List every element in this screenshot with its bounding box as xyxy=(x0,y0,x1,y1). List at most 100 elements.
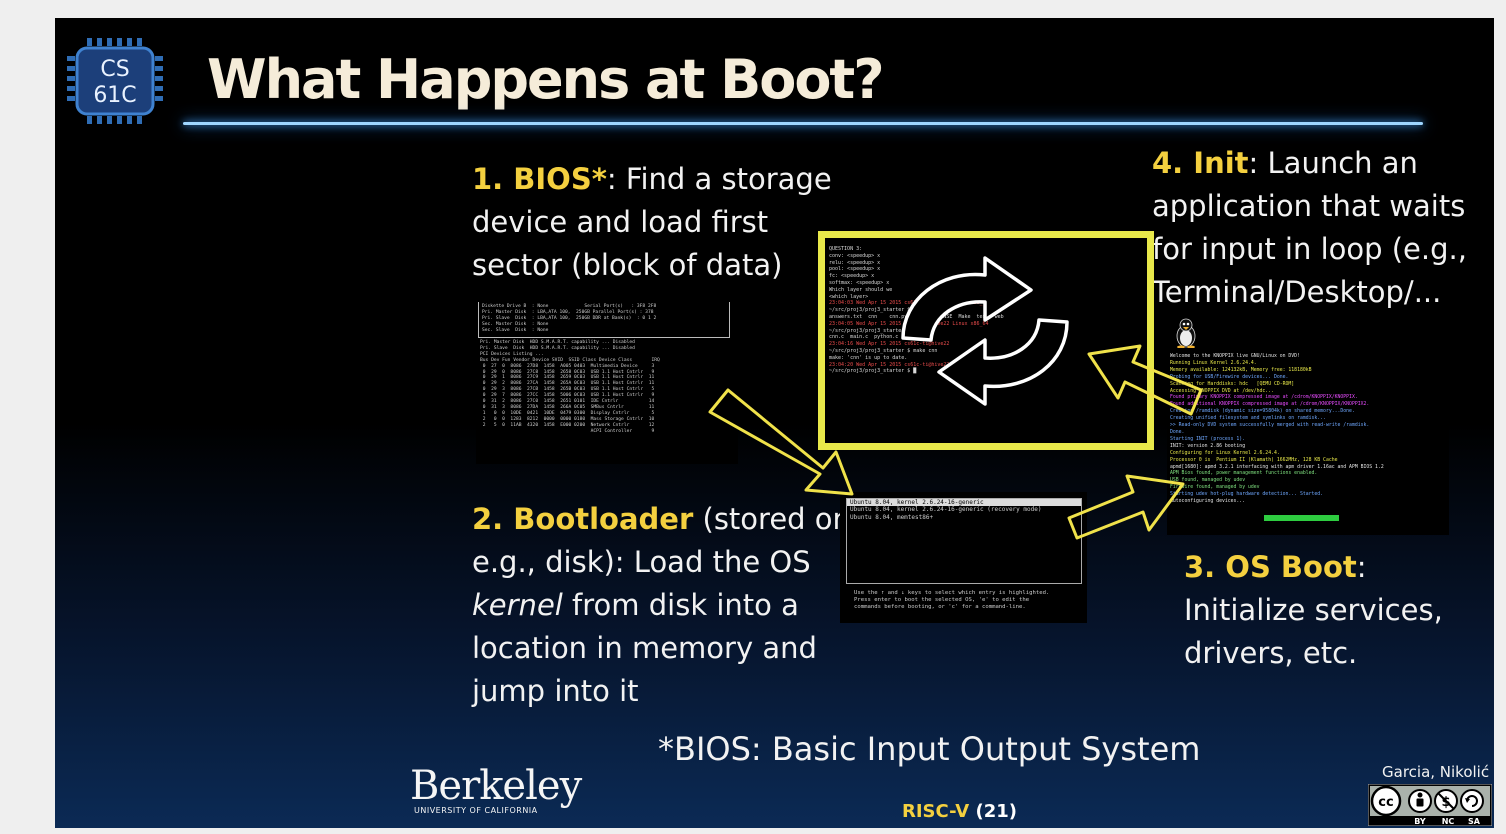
bios-line: Sec. Master Disk : None xyxy=(482,321,549,327)
kernel-word: kernel xyxy=(472,588,563,622)
svg-text:61C: 61C xyxy=(93,83,136,108)
linux-boot-log: Welcome to the KNOPPIX live GNU/Linux on… xyxy=(1170,354,1384,506)
berkeley-logo: Berkeley UNIVERSITY OF CALIFORNIA xyxy=(410,766,582,815)
boot-line: APM Bios found, power management functio… xyxy=(1170,471,1318,477)
boot-line: Found additional KNOPPIX compressed imag… xyxy=(1170,402,1370,408)
bios-line: 1 0 0 10DE 0421 10DE 0479 0300 Display C… xyxy=(480,410,655,416)
linux-boot-screen: Welcome to the KNOPPIX live GNU/Linux on… xyxy=(1167,318,1449,535)
boot-line: Autoconfiguring devices... xyxy=(1170,499,1246,505)
boot-line: Creating /ramdisk (dynamic size=95804k) … xyxy=(1170,409,1355,415)
bios-line: 0 29 2 8086 27CA 1458 265A 0C03 USB 1.1 … xyxy=(480,381,655,387)
loop-arrows-icon xyxy=(901,256,1069,406)
terminal-line: ~/src/proj3/proj3_starter $ make cnn xyxy=(829,347,938,354)
terminal-line: relu: <speedup> x xyxy=(829,259,881,266)
terminal-line: ~/src/proj3/proj3_starter $ █ xyxy=(829,368,917,375)
slide-title: What Happens at Boot? xyxy=(207,48,885,111)
step-init-line: Terminal/Desktop/... xyxy=(1152,275,1442,309)
grub-entry[interactable]: Ubuntu 8.04, memtest86+ xyxy=(850,513,934,521)
grub-entry[interactable]: Ubuntu 8.04, kernel 2.6.24-16-generic xyxy=(847,499,1081,507)
arrow-bios-to-bootloader-icon xyxy=(708,388,854,496)
step-os-boot-line: Initialize services, xyxy=(1184,593,1443,627)
svg-text:$: $ xyxy=(1441,795,1450,810)
license-nc: NC xyxy=(1442,817,1455,826)
bios-line: Bus Dev Fun Vendor Device SVID SSID Clas… xyxy=(480,357,660,363)
svg-text:CS: CS xyxy=(100,57,129,82)
bios-line: 2 5 0 11AB 4320 1458 E000 0200 Network C… xyxy=(480,422,655,428)
step-os-boot-label: 3. OS Boot xyxy=(1184,550,1357,584)
step-init-line: for input in loop (e.g., xyxy=(1152,232,1467,266)
terminal-line: 23:04:16 Wed Apr 15 2015 cs61c-ti@hive22 xyxy=(829,341,950,348)
berkeley-subtitle: UNIVERSITY OF CALIFORNIA xyxy=(414,806,538,815)
step-init-line: : Launch an xyxy=(1248,146,1418,180)
bios-line: 0 31 3 8086 27DA 1458 266A 0C05 SMBus Cn… xyxy=(480,404,655,410)
step-bootloader-label: 2. Bootloader xyxy=(472,502,694,536)
grub-help: Use the ↑ and ↓ keys to select which ent… xyxy=(854,590,1049,611)
bios-screen: Diskette Drive B : None Serial Port(s) :… xyxy=(476,302,738,464)
bios-line: Pri. Slave Disk HDD S.M.A.R.T. capabilit… xyxy=(480,345,635,351)
step-os-boot-line: drivers, etc. xyxy=(1184,636,1358,670)
boot-line: Running Linux Kernel 2.6.24.4. xyxy=(1170,360,1257,366)
step-bootloader-line: from disk into a xyxy=(562,588,799,622)
tux-penguin-icon xyxy=(1176,318,1196,348)
terminal-line: Which layer should we xyxy=(829,286,893,293)
authors: Garcia, Nikolić xyxy=(1382,763,1490,781)
boot-line: >> Read-only DVD system successfully mer… xyxy=(1170,423,1370,429)
bios-line: Pri. Master Disk : LBA,ATA 100, 250GB Pa… xyxy=(482,309,654,315)
course-tag: RISC-V xyxy=(902,801,970,822)
grub-help-line: Use the ↑ and ↓ keys to select which ent… xyxy=(854,590,1050,596)
bios-line: 2 0 0 1283 8212 0000 0000 0180 Mass Stor… xyxy=(480,416,655,422)
cc-license-badge: cc $ BY NC SA xyxy=(1368,784,1492,826)
boot-line: Processor 0 is Pentium II (Klamath) 1662… xyxy=(1170,457,1338,463)
boot-line: apmd[1680]: apmd 3.2.1 interfacing with … xyxy=(1170,464,1384,470)
boot-line: Done. xyxy=(1170,429,1185,435)
step-init-label: 4. Init xyxy=(1152,146,1249,180)
step-os-boot: 3. OS Boot: Initialize services, drivers… xyxy=(1184,546,1443,675)
grub-menu: Ubuntu 8.04, kernel 2.6.24-16-generic Ub… xyxy=(846,498,1082,584)
flow-arrows xyxy=(708,344,1203,540)
step-bios-line: : Find a storage xyxy=(606,162,832,196)
bios-line: Sec. Slave Disk : None xyxy=(482,327,549,333)
boot-line: Configuring for Linux Kernel 2.6.24.4. xyxy=(1170,450,1280,456)
step-os-boot-colon: : xyxy=(1356,550,1367,584)
boot-progress-bar xyxy=(1264,515,1339,521)
boot-line: Scanning for Harddisks: hdc [QEMU CD-ROM… xyxy=(1170,381,1295,387)
terminal-line: softmax: <speedup> x xyxy=(829,279,890,286)
boot-line: Creating unified filesystem and symlinks… xyxy=(1170,416,1326,422)
arrow-bootloader-to-os-icon xyxy=(1067,474,1185,540)
license-sa: SA xyxy=(1468,817,1481,826)
grub-screen: Ubuntu 8.04, kernel 2.6.24-16-generic Ub… xyxy=(840,492,1087,623)
bios-line: 0 29 1 8086 27C9 1458 2659 0C03 USB 1.1 … xyxy=(480,375,655,381)
title-underline xyxy=(183,122,1423,125)
sa-share-icon xyxy=(1460,789,1484,813)
boot-line: Starting INIT (process 1). xyxy=(1170,436,1246,442)
bios-line: PCI Devices Listing ... xyxy=(480,351,544,357)
bios-line: ACPI Controller 9 xyxy=(480,428,655,434)
boot-line: Memory available: 124132kB, Memory free:… xyxy=(1170,367,1312,373)
step-bootloader-line: location in memory and xyxy=(472,631,817,665)
arrow-os-to-init-icon xyxy=(1087,344,1203,416)
boot-line: Starting udev hot-plug hardware detectio… xyxy=(1170,492,1324,498)
step-init: 4. Init: Launch an application that wait… xyxy=(1152,142,1467,314)
step-bios-label: 1. BIOS* xyxy=(472,162,607,196)
step-init-line: application that waits xyxy=(1152,189,1466,223)
bios-line: 0 31 2 8086 27C0 1458 2651 0101 IDE Cntr… xyxy=(480,399,655,405)
boot-line: USB found, managed by udev xyxy=(1170,478,1246,484)
step-bios-line: device and load first xyxy=(472,205,769,239)
bios-line: Pri. Slave Disk : LBA,ATA 100, 250GB DDR… xyxy=(482,315,657,321)
bios-line: 0 29 7 8086 27CC 1458 5006 0C03 USB 1.1 … xyxy=(480,393,655,399)
grub-help-line: Press enter to boot the selected OS, 'e'… xyxy=(854,597,1030,603)
bios-line: Diskette Drive B : None Serial Port(s) :… xyxy=(482,304,657,309)
bios-line: 0 29 0 8086 27C8 1458 2658 0C03 USB 1.1 … xyxy=(480,369,655,375)
cs61c-logo: CS 61C xyxy=(67,38,163,124)
step-bootloader-line: jump into it xyxy=(472,674,639,708)
boot-line: INIT: version 2.86 booting xyxy=(1170,443,1246,449)
grub-entry[interactable]: Ubuntu 8.04, kernel 2.6.24-16-generic (r… xyxy=(850,506,1042,514)
page-number: (21) xyxy=(975,801,1018,822)
step-bootloader-line: e.g., disk): Load the OS xyxy=(472,545,811,579)
boot-line: Welcome to the KNOPPIX live GNU/Linux on… xyxy=(1170,354,1300,359)
boot-line: Accessing KNOPPIX DVD at /dev/hdc... xyxy=(1170,388,1274,394)
svg-text:cc: cc xyxy=(1378,795,1393,810)
terminal-line: conv: <speedup> x xyxy=(829,252,881,259)
cc-icon xyxy=(1370,785,1402,817)
step-bootloader: 2. Bootloader (stored on, e.g., disk): L… xyxy=(472,498,860,713)
